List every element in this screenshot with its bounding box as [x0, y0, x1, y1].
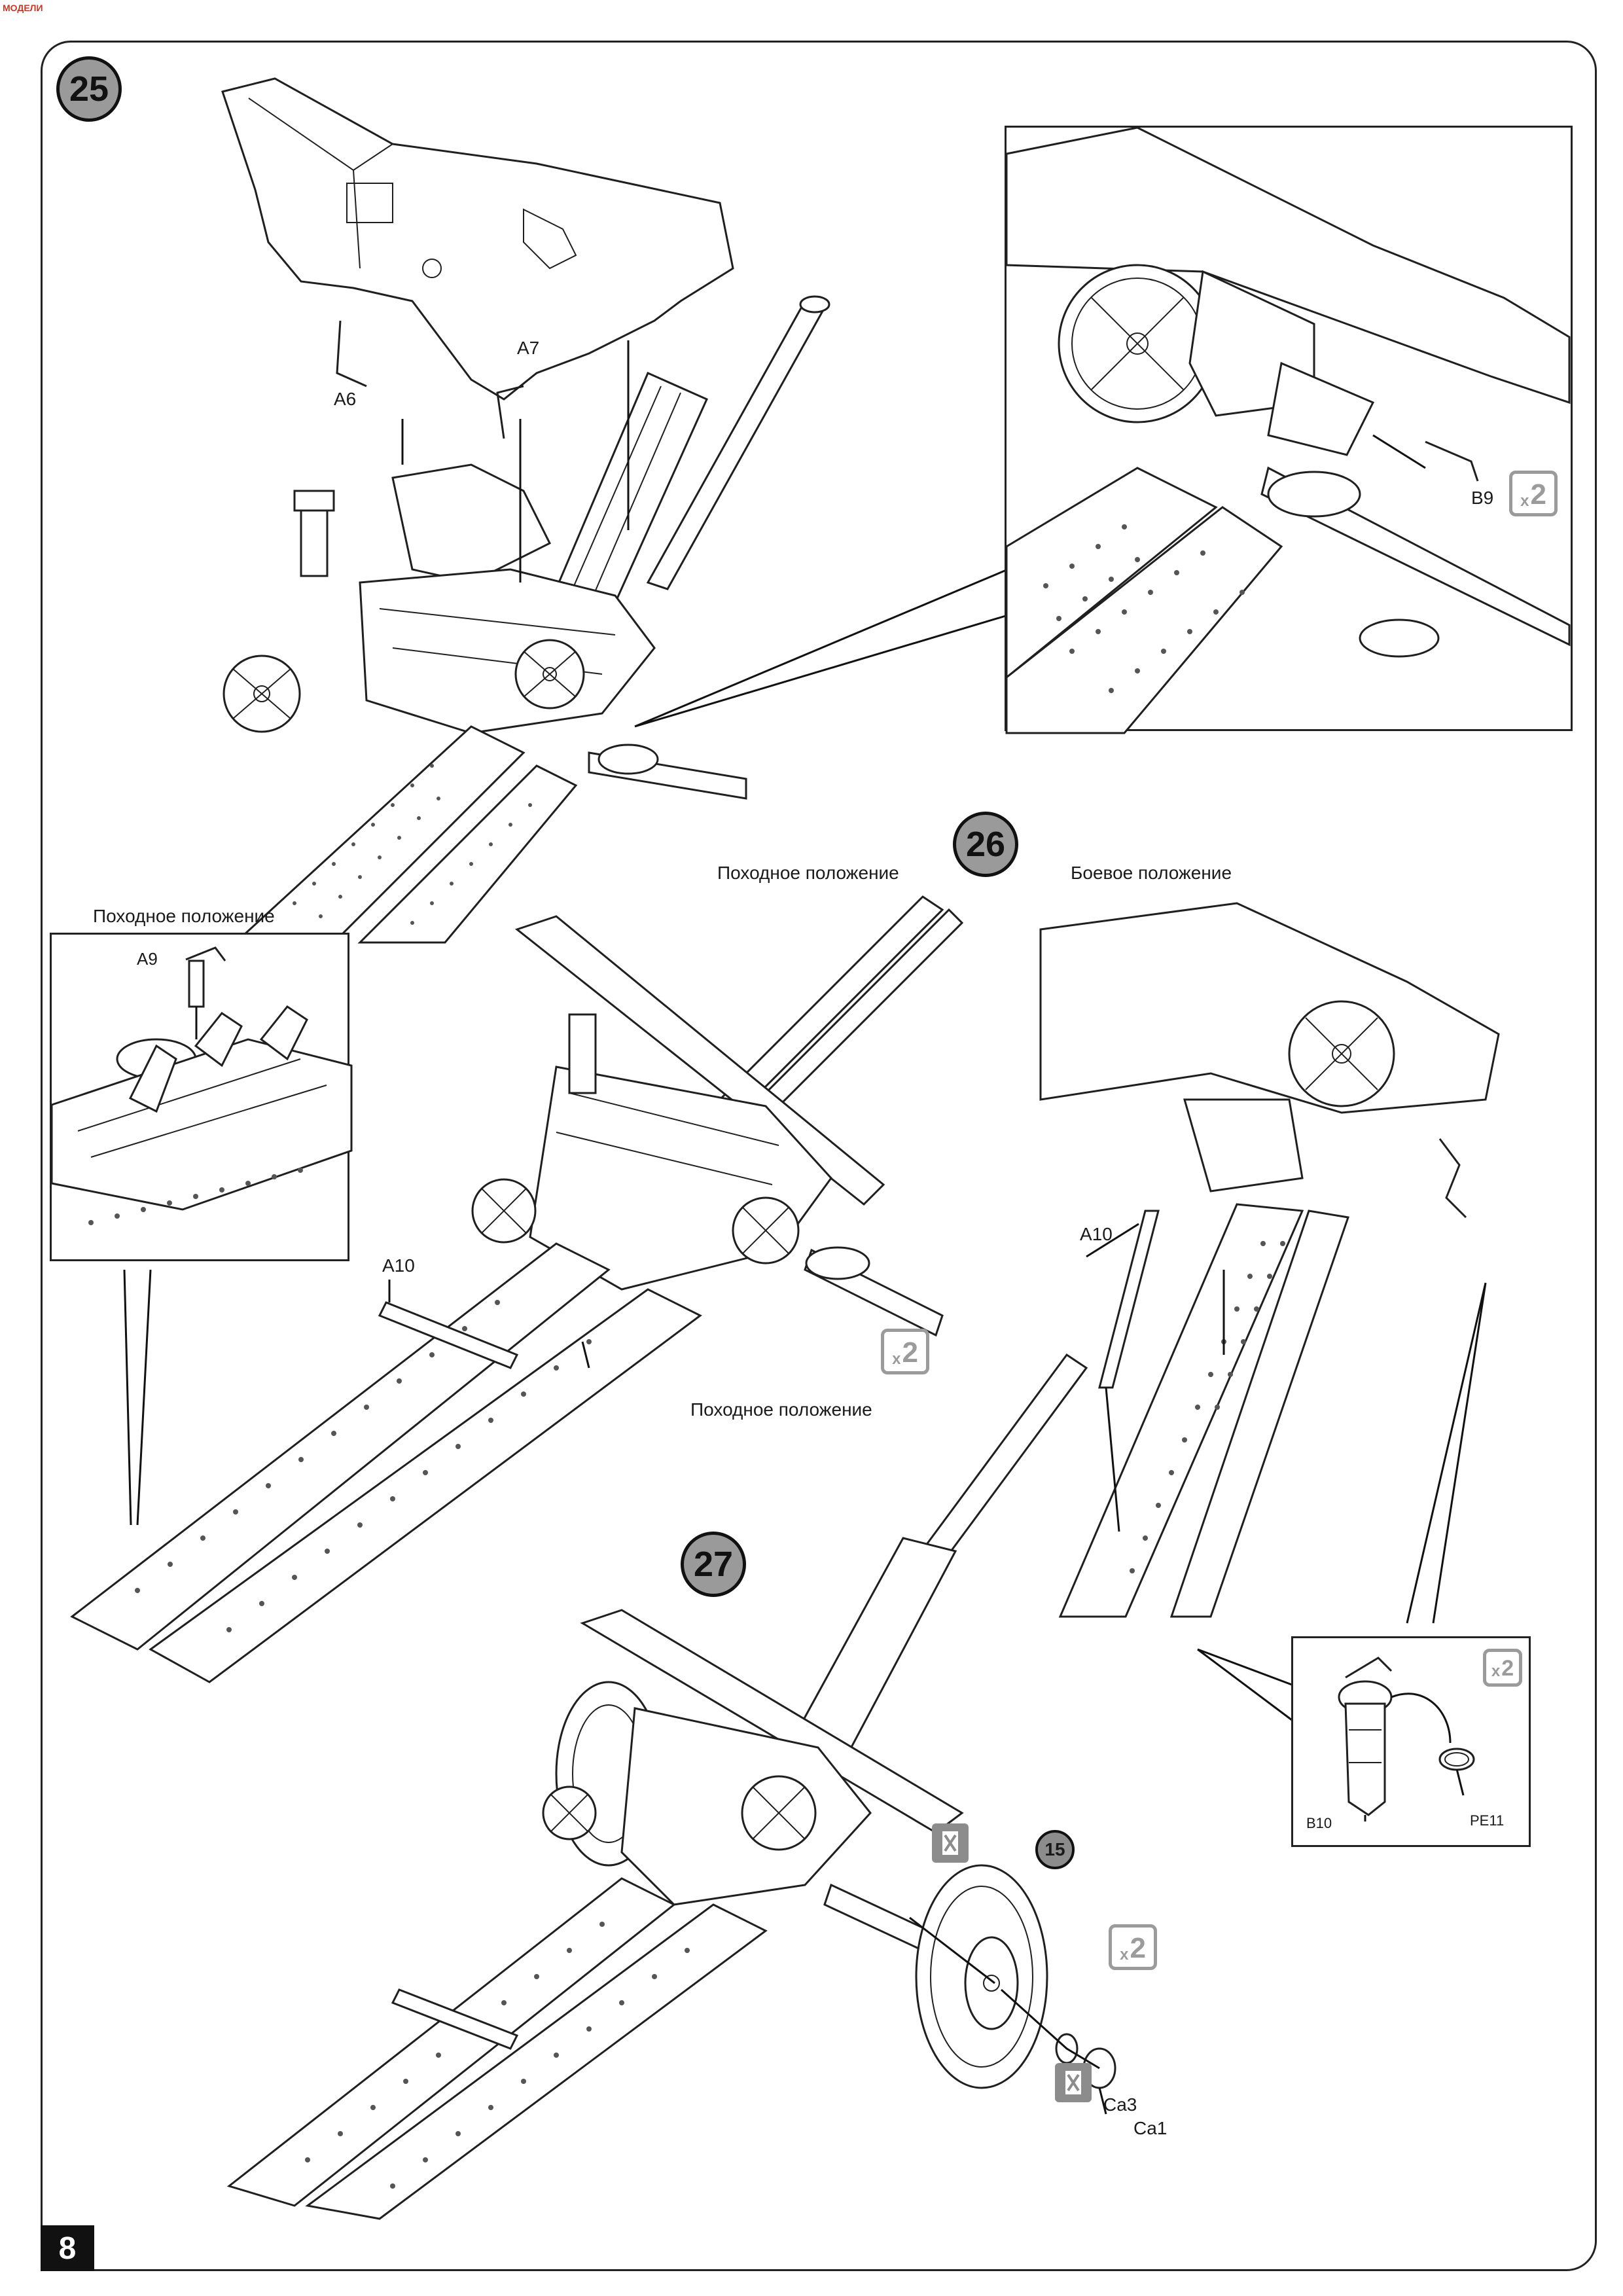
glue-icon [1055, 2063, 1092, 2102]
part-a10-label-right: A10 [1080, 1224, 1113, 1244]
part-a10-label-left: A10 [382, 1255, 415, 1276]
page-number: 8 [41, 2225, 94, 2271]
part-a7-label: A7 [517, 338, 540, 358]
part-b10-label: B10 [1306, 1815, 1332, 1831]
b9-quantity-value: 2 [1530, 478, 1546, 511]
multiply-icon: x [1120, 1946, 1129, 1964]
step-25-drawing [221, 77, 1008, 944]
part-a6-label: A6 [334, 389, 357, 409]
pin-quantity-value: 2 [1501, 1656, 1514, 1681]
travel-lock-inset: A9 [50, 933, 353, 1261]
pin-detail-drawing [1338, 1657, 1475, 1821]
step-27-badge: 27 [681, 1532, 746, 1597]
step-26-number: 26 [965, 825, 1006, 864]
page-frame [41, 41, 1597, 2271]
part-pe11-label: PE11 [1470, 1812, 1505, 1829]
travel-position-label-center: Походное положение [717, 863, 899, 883]
step-25-badge: 25 [56, 56, 122, 122]
combat-position-drawing [1039, 902, 1500, 1624]
multiply-icon: x [892, 1350, 901, 1368]
corner-logo: МОДЕЛИ [3, 3, 43, 13]
step-26-drawing [70, 895, 964, 1683]
inset-pointer [1197, 1648, 1303, 1729]
step-25-number: 25 [69, 69, 109, 109]
wheel-quantity-value: 2 [1130, 1932, 1146, 1964]
page-number-value: 8 [58, 2231, 77, 2266]
multiply-icon: x [1491, 1662, 1501, 1680]
part-ca1-label: Ca1 [1133, 2118, 1168, 2138]
travel-lock-drawing [50, 946, 353, 1225]
glue-icon [932, 1823, 969, 1863]
combat-position-label: Боевое положение [1071, 863, 1232, 883]
part-b9-label: B9 [1471, 488, 1494, 508]
wheel-reference-badge: 15 [1035, 1830, 1075, 1869]
step-26-badge: 26 [953, 812, 1018, 877]
chain-quantity-value: 2 [902, 1336, 918, 1369]
part-a9-label: A9 [137, 949, 158, 969]
step-25-detail-drawing [1005, 126, 1571, 734]
wheel-reference-number: 15 [1044, 1839, 1065, 1859]
multiply-icon: x [1520, 492, 1529, 510]
travel-position-label-lower: Походное положение [690, 1399, 872, 1420]
step-27-number: 27 [693, 1545, 734, 1584]
part-ca3-label: Ca3 [1103, 2094, 1137, 2115]
step-27-drawing [226, 1353, 1116, 2220]
travel-position-label-left: Походное положение [93, 906, 275, 926]
